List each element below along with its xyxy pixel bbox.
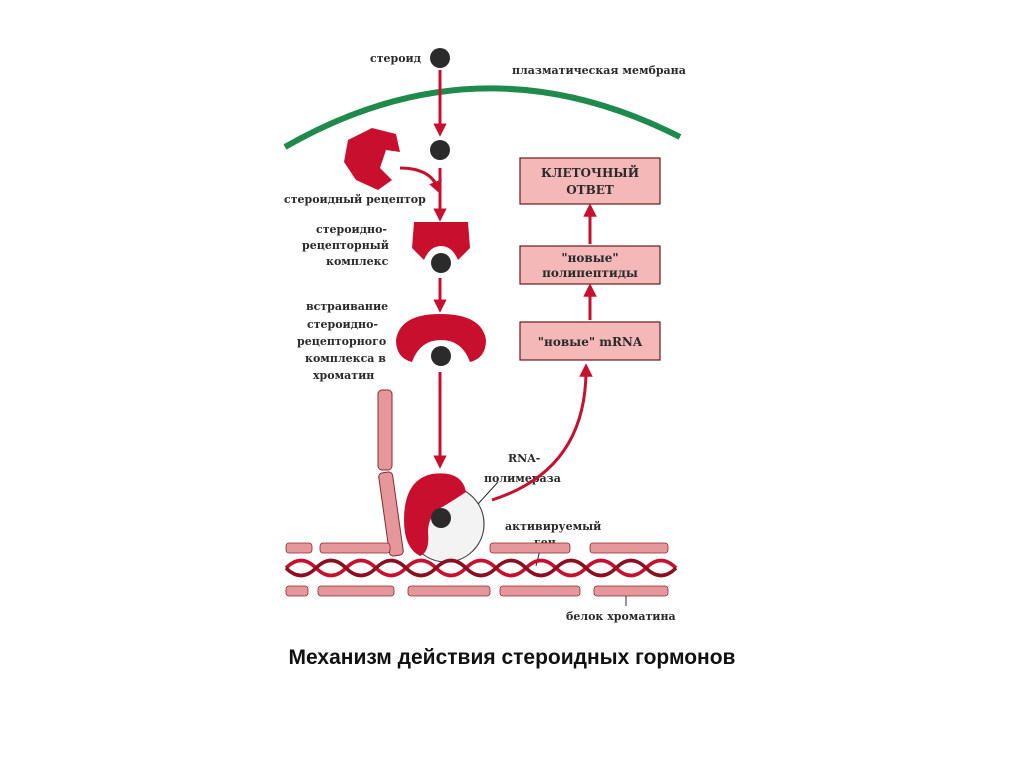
insert-label-3: рецепторного <box>297 335 386 348</box>
insert-label-1: встраивание <box>306 300 388 313</box>
chromatin-protein-bar <box>319 542 391 554</box>
new-mrna-box <box>519 321 661 361</box>
chromatin-protein-bar <box>593 585 669 597</box>
receptor-on-dna <box>404 473 466 556</box>
complex-label-1: стероидно- <box>316 223 387 236</box>
steroid-molecule-inside <box>430 140 450 160</box>
chromatin-protein-bar <box>285 542 313 554</box>
new-polypeptides-label-2: полипептиды <box>542 266 638 280</box>
complex-label-2: рецепторный <box>302 239 389 252</box>
chromatin-protein-bar <box>407 585 491 597</box>
gene-label-1: активируемый <box>505 520 601 533</box>
new-polypeptides-label-1: "новые" <box>561 251 618 265</box>
chromatin-protein-label: белок хроматина <box>566 610 676 623</box>
plasma-membrane <box>283 85 682 150</box>
chromatin-protein-bar <box>285 585 309 597</box>
chromatin-protein-bar <box>499 585 581 597</box>
dna-strand-1 <box>284 558 678 578</box>
dna-strand-2 <box>284 558 678 578</box>
insert-label-5: хроматин <box>313 369 374 382</box>
steroid-molecule <box>430 48 450 68</box>
complex-nuclear <box>396 314 486 362</box>
insert-label-2: стероидно- <box>307 318 378 331</box>
receptor-label: стероидный рецептор <box>284 193 426 206</box>
chromatin-protein-vertical-2 <box>378 471 404 557</box>
insert-label-4: комплекса в <box>305 352 386 365</box>
steroid-label: стероид <box>370 52 421 65</box>
steroid-on-dna <box>431 508 451 528</box>
arrow-receptor-binds <box>399 166 442 195</box>
new-polypeptides-box <box>519 245 661 285</box>
membrane-label: плазматическая мембрана <box>512 64 686 77</box>
complex-label-3: комплекс <box>326 255 389 268</box>
cell-response-label-2: ОТВЕТ <box>566 183 614 197</box>
steroid-in-nuclear-complex <box>431 346 451 366</box>
steroid-in-complex <box>431 253 451 273</box>
chromatin-protein-bar <box>317 585 395 597</box>
chromatin-protein-bar <box>589 542 669 554</box>
rna-label-2: полимераза <box>484 472 561 485</box>
steroid-receptor <box>344 128 400 190</box>
steroid-receptor-complex <box>412 222 470 260</box>
new-mrna-label: "новые" mRNA <box>538 335 643 349</box>
figure-caption: Механизм действия стероидных гормонов <box>288 646 736 669</box>
chromatin-protein-bar <box>489 542 571 554</box>
rna-label-1: RNA- <box>508 452 540 465</box>
arrow-transcription <box>491 363 593 502</box>
cell-response-box <box>519 157 661 205</box>
rna-polymerase-pointer <box>477 481 499 505</box>
cell-response-label-1: КЛЕТОЧНЫЙ <box>541 164 639 180</box>
chromatin-protein-vertical-1 <box>377 389 393 471</box>
